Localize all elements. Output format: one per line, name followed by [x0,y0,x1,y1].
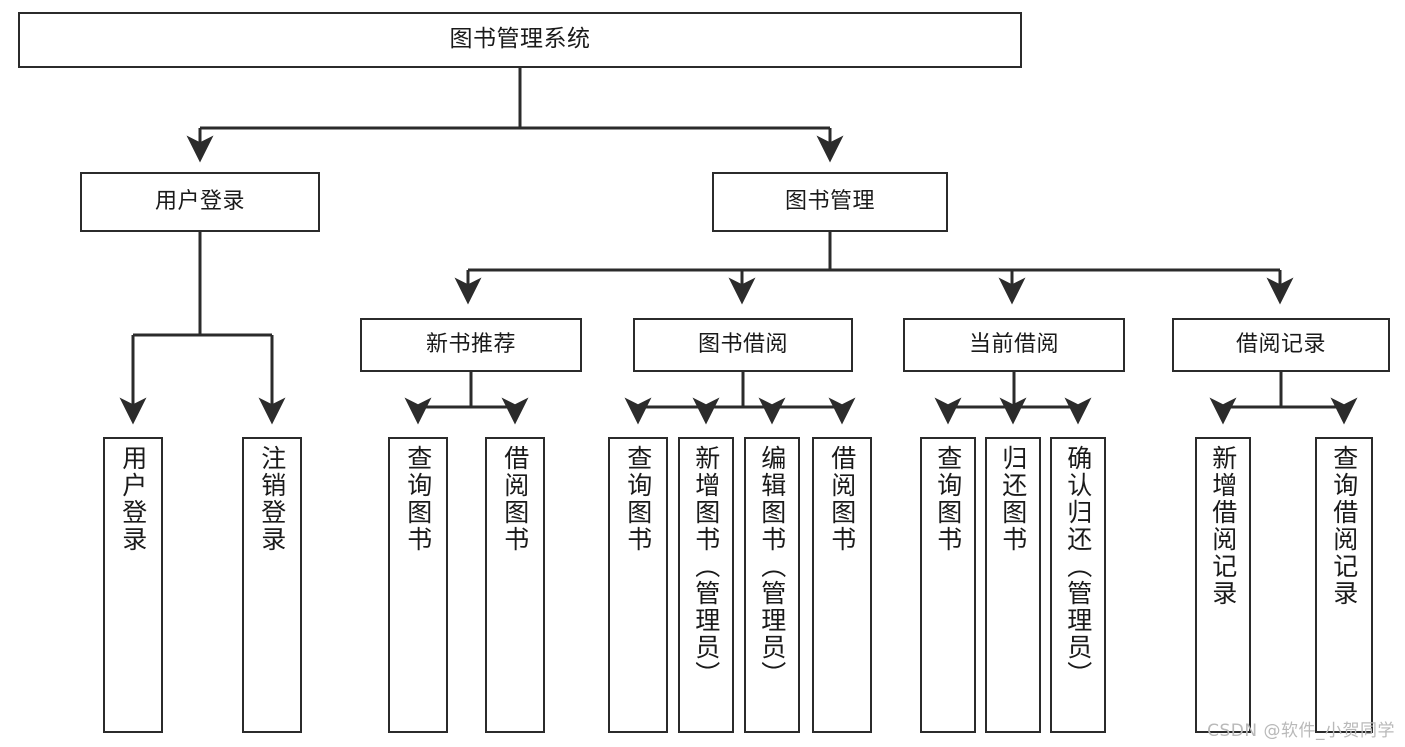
leaf-add-borrow-record[interactable]: 新增借阅记录 [1195,437,1251,733]
watermark: CSDN @软件_小贺同学 [1207,721,1395,741]
node-book-borrow[interactable]: 图书借阅 [633,318,853,372]
leaf-query-book-borrow-label: 查询图书 [623,445,653,553]
leaf-logout[interactable]: 注销登录 [242,437,302,733]
node-current-borrow[interactable]: 当前借阅 [903,318,1125,372]
leaf-query-book-borrow[interactable]: 查询图书 [608,437,668,733]
leaf-add-book-admin-label: 新增图书（管理员） [691,445,721,688]
leaf-add-borrow-record-label: 新增借阅记录 [1208,445,1238,607]
leaf-query-borrow-record[interactable]: 查询借阅记录 [1315,437,1373,733]
node-book-borrow-label: 图书借阅 [697,332,788,358]
node-new-book-recommend-label: 新书推荐 [425,332,516,358]
leaf-query-book-rec-label: 查询图书 [403,445,433,553]
leaf-query-borrow-record-label: 查询借阅记录 [1329,445,1359,607]
leaf-confirm-return-admin-label: 确认归还（管理员） [1063,445,1093,688]
leaf-edit-book-admin-label: 编辑图书（管理员） [757,445,787,688]
leaf-borrow-book-rec[interactable]: 借阅图书 [485,437,545,733]
leaf-return-book[interactable]: 归还图书 [985,437,1041,733]
leaf-add-book-admin[interactable]: 新增图书（管理员） [678,437,734,733]
node-borrow-record[interactable]: 借阅记录 [1172,318,1390,372]
leaf-borrow-book-label: 借阅图书 [827,445,857,553]
leaf-user-login-label: 用户登录 [118,445,148,553]
node-new-book-recommend[interactable]: 新书推荐 [360,318,582,372]
node-book-manage[interactable]: 图书管理 [712,172,948,232]
leaf-confirm-return-admin[interactable]: 确认归还（管理员） [1050,437,1106,733]
leaf-query-book-current-label: 查询图书 [933,445,963,553]
leaf-borrow-book[interactable]: 借阅图书 [812,437,872,733]
leaf-logout-label: 注销登录 [257,445,287,553]
leaf-user-login[interactable]: 用户登录 [103,437,163,733]
node-root-label: 图书管理系统 [449,26,591,53]
leaf-borrow-book-rec-label: 借阅图书 [500,445,530,553]
leaf-query-book-rec[interactable]: 查询图书 [388,437,448,733]
node-borrow-record-label: 借阅记录 [1235,332,1326,358]
leaf-return-book-label: 归还图书 [998,445,1028,553]
node-book-manage-label: 图书管理 [784,189,875,215]
node-root[interactable]: 图书管理系统 [18,12,1022,68]
leaf-edit-book-admin[interactable]: 编辑图书（管理员） [744,437,800,733]
node-user-login-label: 用户登录 [154,189,245,215]
leaf-query-book-current[interactable]: 查询图书 [920,437,976,733]
node-user-login[interactable]: 用户登录 [80,172,320,232]
node-current-borrow-label: 当前借阅 [968,332,1059,358]
